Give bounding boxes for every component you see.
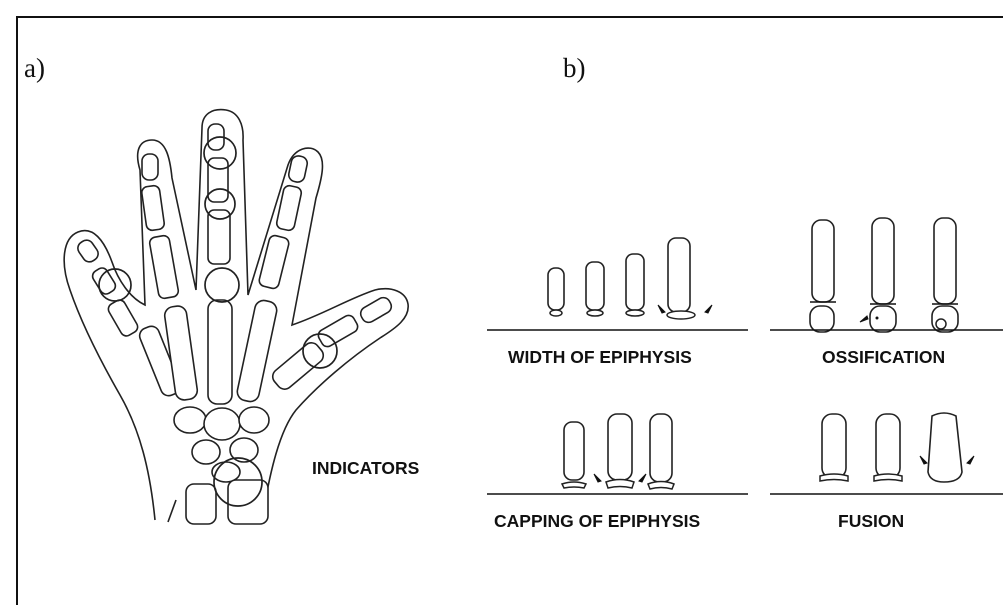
- arrow-icon: [705, 305, 712, 313]
- forearm-bones: [186, 480, 268, 524]
- arrow-icon: [639, 474, 646, 482]
- stage-caption: CAPPING OF EPIPHYSIS: [494, 511, 700, 531]
- thumb-bones: [269, 295, 393, 392]
- arrow-icon: [594, 474, 601, 482]
- forearm-line: [168, 500, 176, 522]
- stage-caption: OSSIFICATION: [822, 347, 945, 367]
- arrow-icon: [658, 305, 665, 313]
- hand-drawing: INDICATORS: [64, 110, 419, 524]
- indicator-circle: [205, 268, 239, 302]
- phalanx-drawing: [822, 413, 962, 482]
- carpal-bones: [174, 407, 269, 482]
- arrow-icon: [920, 456, 927, 464]
- phalanx-drawing: [564, 414, 672, 482]
- panel-a-letter: a): [24, 53, 45, 83]
- stage-ossification: OSSIFICATION: [770, 218, 1003, 367]
- panel-b-letter: b): [563, 53, 586, 83]
- fusion-plates: [820, 474, 902, 481]
- stage-caption: FUSION: [838, 511, 904, 531]
- arrow-icon: [860, 316, 868, 322]
- epiphysis-plates: [550, 310, 695, 319]
- phalanx-drawing: [548, 238, 690, 312]
- stage-width-of-epiphysis: WIDTH OF EPIPHYSIS: [487, 238, 748, 367]
- skeletal-maturity-figure: a) b): [0, 0, 1003, 589]
- arrow-icon: [967, 456, 974, 464]
- phalanx-drawing: [810, 218, 958, 332]
- stage-capping-of-epiphysis: CAPPING OF EPIPHYSIS: [487, 414, 748, 531]
- indicators-label: INDICATORS: [312, 458, 419, 478]
- stage-caption: WIDTH OF EPIPHYSIS: [508, 347, 692, 367]
- stage-fusion: FUSION: [770, 413, 1003, 531]
